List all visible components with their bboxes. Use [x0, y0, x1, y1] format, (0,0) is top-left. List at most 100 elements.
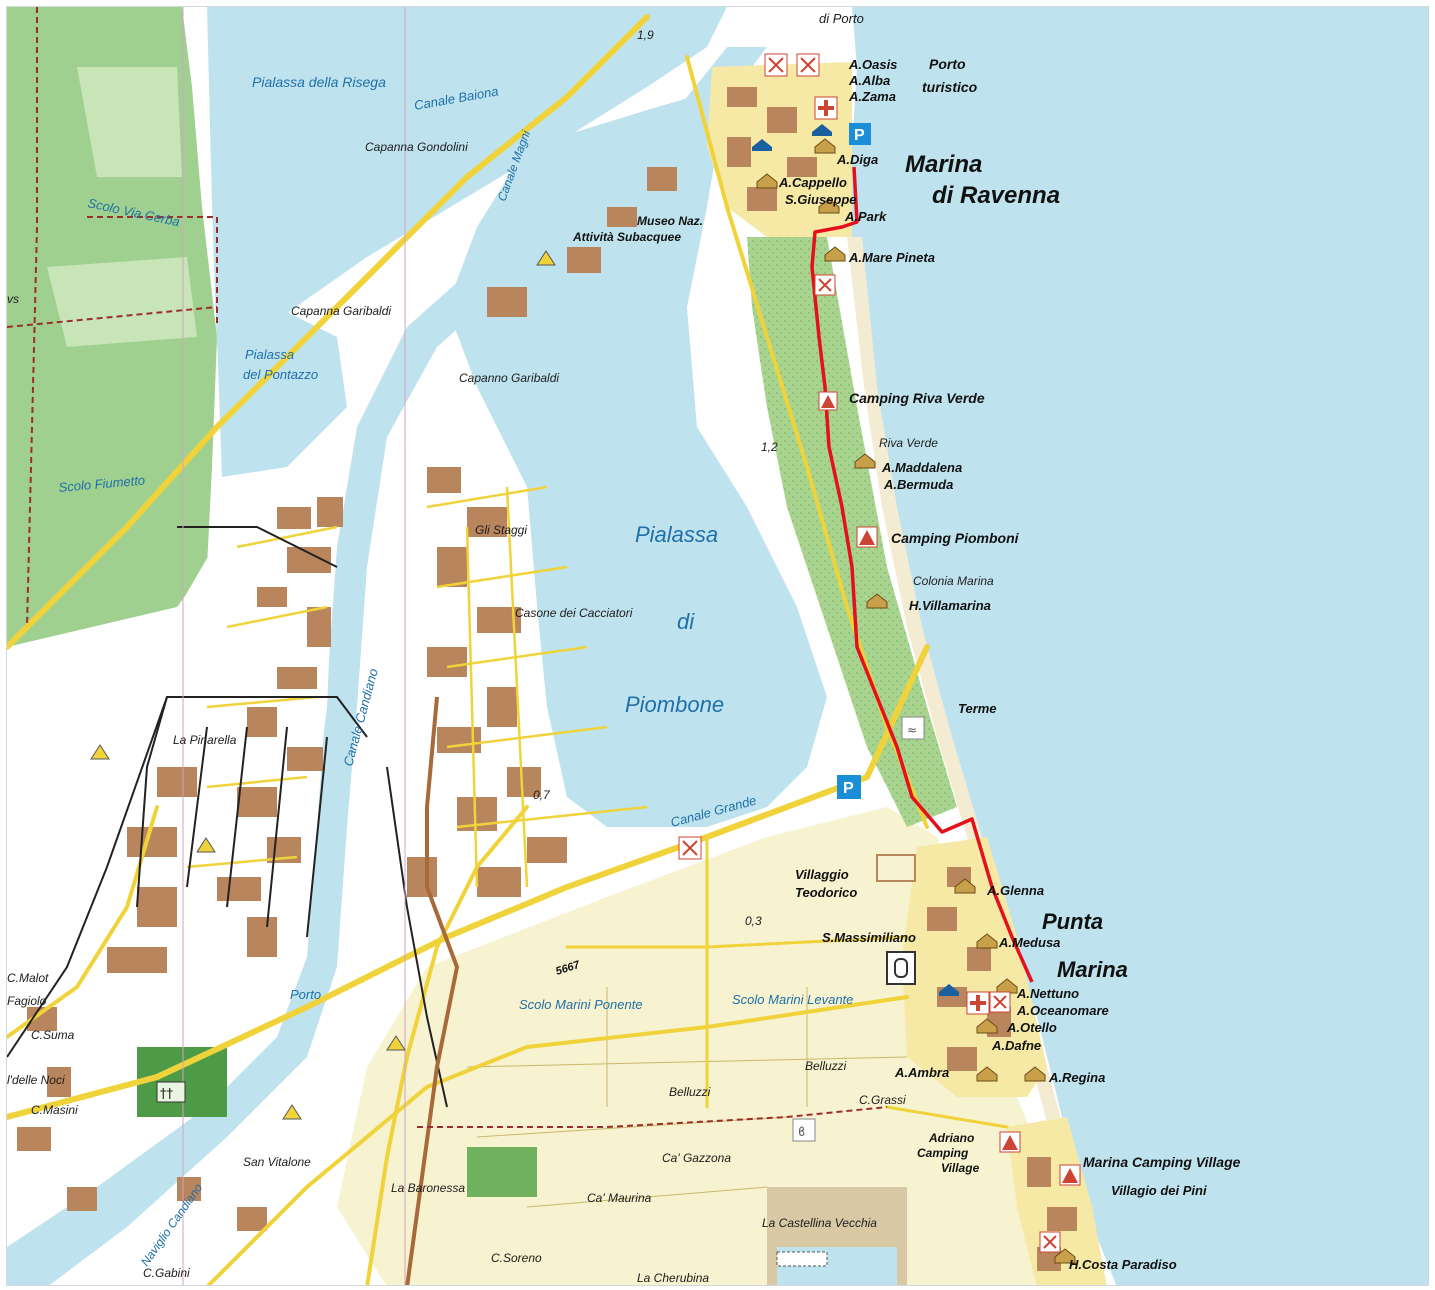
water-label: Pialassa della Risega	[252, 74, 386, 90]
poi-label: Adriano	[928, 1131, 974, 1145]
poi-label: A.Otello	[1006, 1020, 1057, 1035]
place-label: vs	[7, 292, 19, 306]
info-icon	[939, 984, 959, 996]
hotel-icon	[854, 453, 876, 469]
lagoon-piombone	[447, 87, 827, 827]
distance-label: 0,7	[533, 788, 551, 802]
parking-sign-2[interactable]: P	[837, 775, 861, 799]
restaurant-icon	[1039, 1231, 1061, 1253]
town-label: di Ravenna	[932, 182, 1060, 209]
poi-label: A.Cappello	[778, 175, 847, 190]
hotel-icon	[954, 878, 976, 894]
place-label: La Pinarella	[173, 733, 237, 747]
buildings	[17, 87, 1077, 1271]
campsite-icon	[1059, 1164, 1081, 1186]
water-label: Pialassa	[245, 347, 294, 362]
poi-label: H.Costa Paradiso	[1069, 1257, 1177, 1272]
poi-label: A.Oceanomare	[1016, 1003, 1109, 1018]
poi-label: H.Villamarina	[909, 598, 991, 613]
poi-icons: ≈ ϐ ††	[90, 53, 1081, 1267]
grid-lines	[182, 7, 406, 1285]
place-label: Riva Verde	[879, 436, 938, 450]
distance-label: 1,2	[761, 440, 778, 454]
hotel-icon	[1024, 1066, 1046, 1082]
place-label: C.Masini	[31, 1103, 78, 1117]
hotel-icon	[824, 246, 846, 262]
map-viewport[interactable]: ≈ ϐ †† P P Marina di Ravenna Punta Marin…	[6, 6, 1429, 1286]
lagoon-label: di	[677, 609, 695, 634]
place-label: Museo Naz.	[637, 214, 703, 228]
poi-label: A.Park	[844, 209, 887, 224]
restaurant-icon	[678, 836, 702, 860]
hotel-icon	[818, 198, 840, 214]
place-label: C.Malot	[7, 971, 49, 985]
hotel-icon	[976, 1066, 998, 1082]
parking-label: P	[854, 127, 865, 144]
sports-icon	[886, 951, 916, 985]
highlighted-route[interactable]	[810, 166, 1034, 983]
town-label: Marina	[905, 151, 982, 178]
restaurant-icon	[764, 53, 788, 77]
svg-text:ϐ: ϐ	[798, 1125, 805, 1139]
distance-label: 0,3	[745, 914, 762, 928]
distance-label: 1,9	[637, 28, 654, 42]
map-canvas[interactable]: ≈ ϐ †† P P Marina di Ravenna Punta Marin…	[7, 7, 1429, 1286]
poi-label: A.Nettuno	[1016, 986, 1079, 1001]
parking-label: P	[843, 780, 854, 797]
poi-label: S.Giuseppe	[785, 192, 857, 207]
svg-text:††: ††	[160, 1087, 174, 1102]
water-label: Scolo Marini Levante	[732, 992, 853, 1007]
place-label: Fagiolo	[7, 994, 47, 1008]
poi-label: A.Bermuda	[883, 477, 953, 492]
wetland-west-light	[47, 67, 197, 347]
place-label: Casone dei Cacciatori	[515, 606, 633, 620]
campsite-icon	[856, 526, 878, 548]
place-label: S.Massimiliano	[822, 930, 916, 945]
first-aid-icon	[814, 96, 838, 120]
place-label: C.Suma	[31, 1028, 75, 1042]
warning-icon	[282, 1104, 302, 1120]
warning-icon	[386, 1035, 406, 1051]
poi-label: A.Zama	[848, 89, 896, 104]
campsite-icon	[999, 1131, 1021, 1153]
poi-label: Marina Camping Village	[1083, 1154, 1241, 1170]
poi-label: A.Diga	[836, 152, 878, 167]
info-icon	[812, 124, 832, 136]
poi-label: A.Glenna	[986, 883, 1044, 898]
bike-icon: ϐ	[792, 1118, 816, 1142]
water-label: Porto	[290, 987, 321, 1002]
town-label: Punta	[1042, 909, 1103, 934]
villaggio-building	[876, 854, 916, 882]
place-label: Capanna Garibaldi	[291, 304, 391, 318]
warning-icon	[536, 250, 556, 266]
railway-brown	[405, 696, 460, 1285]
water-label: del Pontazzo	[243, 367, 318, 382]
parking-sign-1[interactable]: P	[849, 123, 871, 145]
poi-label: A.Regina	[1048, 1070, 1105, 1085]
place-label: di Porto	[819, 11, 864, 26]
poi-label: turistico	[922, 79, 978, 95]
poi-label: Village	[941, 1161, 980, 1175]
place-label: C.Grassi	[859, 1093, 906, 1107]
hotel-icon	[814, 138, 836, 154]
info-icon	[752, 139, 772, 151]
poi-label: Villagio dei Pini	[1111, 1183, 1207, 1198]
restaurant-icon	[814, 274, 836, 296]
pineta	[747, 237, 957, 827]
hotel-icon	[1054, 1248, 1076, 1264]
cemetery-icon: ††	[156, 1081, 186, 1103]
first-aid-icon	[966, 991, 990, 1015]
place-label: l'delle Noci	[7, 1073, 65, 1087]
adriatic-sea	[852, 7, 1428, 1285]
svg-text:≈: ≈	[907, 723, 917, 737]
warning-icon	[196, 837, 216, 853]
hotel-icon	[756, 173, 778, 189]
poi-label: Camping Riva Verde	[849, 390, 985, 406]
warning-icon	[90, 744, 110, 760]
place-label: C.Soreno	[491, 1251, 542, 1265]
poi-label: Porto	[929, 56, 966, 72]
place-label: Gli Staggi	[475, 523, 527, 537]
restaurant-icon	[989, 991, 1011, 1013]
poi-label: A.Mare Pineta	[848, 250, 935, 265]
town-label: Marina	[1057, 957, 1128, 982]
